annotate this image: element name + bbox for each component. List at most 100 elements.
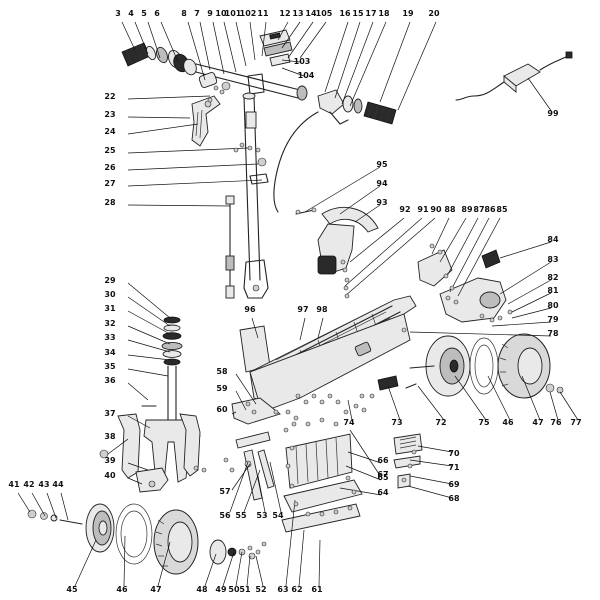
screw-icon	[207, 97, 213, 103]
part-number-63: 63	[277, 585, 288, 594]
leader-line	[127, 325, 171, 345]
part-number-29: 29	[104, 276, 116, 285]
leader-line	[235, 373, 257, 405]
screw-icon	[233, 147, 239, 153]
screw-icon	[239, 142, 245, 148]
leader-line	[123, 535, 126, 587]
leader-line	[379, 21, 411, 103]
part-number-43: 43	[38, 480, 49, 489]
leader-line	[127, 179, 263, 187]
screw-icon	[445, 295, 451, 301]
part-number-52: 52	[255, 585, 266, 594]
screw-icon	[289, 445, 295, 451]
part-number-46: 46	[502, 418, 514, 427]
leader-line	[431, 217, 450, 255]
leader-line	[511, 307, 552, 319]
part-number-32: 32	[104, 319, 115, 328]
part-number-64: 64	[377, 488, 389, 497]
leader-line	[417, 385, 445, 421]
part-number-80: 80	[547, 301, 559, 310]
part-number-105: 105	[316, 9, 333, 18]
part-number-95: 95	[376, 160, 388, 169]
part-number-87: 87	[473, 205, 484, 214]
leader-line	[251, 317, 259, 339]
screw-icon	[193, 465, 199, 471]
handlebar-assembly	[121, 29, 397, 213]
part-number-57: 57	[219, 487, 230, 496]
screw-icon	[497, 315, 503, 321]
part-number-26: 26	[104, 163, 116, 172]
leader-line	[445, 217, 479, 279]
leader-line	[46, 492, 57, 519]
part-number-70: 70	[448, 449, 460, 458]
part-number-34: 34	[104, 348, 116, 357]
part-number-45: 45	[66, 585, 78, 594]
leader-line	[349, 429, 382, 478]
part-number-10: 10	[215, 9, 227, 18]
part-number-30: 30	[104, 290, 116, 299]
part-number-18: 18	[378, 9, 390, 18]
screw-icon	[333, 421, 339, 427]
leader-line	[549, 391, 559, 421]
screw-icon	[333, 509, 339, 515]
leader-line	[454, 375, 487, 421]
screw-icon	[344, 277, 350, 283]
leader-lines	[17, 21, 579, 587]
leader-line	[347, 451, 382, 464]
part-number-66: 66	[377, 456, 389, 465]
leader-line	[160, 21, 179, 63]
leader-line	[511, 292, 552, 313]
part-number-103: 103	[294, 57, 311, 66]
part-number-85: 85	[496, 205, 508, 214]
screw-icon	[305, 421, 311, 427]
part-number-46: 46	[116, 585, 128, 594]
screw-icon	[359, 393, 365, 399]
leader-line	[187, 21, 206, 81]
leader-line	[31, 492, 46, 517]
part-number-15: 15	[352, 9, 364, 18]
leader-line	[127, 339, 171, 353]
leader-line	[527, 77, 553, 113]
part-number-59: 59	[216, 384, 228, 393]
part-number-88: 88	[444, 205, 456, 214]
leader-line	[349, 21, 387, 107]
part-number-20: 20	[428, 9, 440, 18]
leader-line	[457, 217, 501, 297]
screw-icon	[285, 463, 291, 469]
screw-icon	[342, 267, 348, 273]
part-number-23: 23	[104, 110, 115, 119]
leader-line	[107, 438, 129, 455]
screw-icon	[353, 403, 359, 409]
part-number-65: 65	[377, 473, 389, 482]
part-number-47: 47	[532, 418, 543, 427]
screw-icon	[343, 409, 349, 415]
leader-line	[349, 217, 405, 263]
part-number-94: 94	[376, 179, 388, 188]
part-number-41: 41	[8, 480, 20, 489]
leader-line	[347, 399, 353, 421]
screw-icon	[291, 421, 297, 427]
leader-line	[127, 477, 143, 485]
leader-line	[345, 465, 382, 481]
screw-icon	[283, 427, 289, 433]
part-number-31: 31	[104, 304, 116, 313]
front-wheel	[27, 503, 256, 575]
screw-icon	[437, 249, 443, 255]
part-number-74: 74	[343, 418, 355, 427]
screw-icon	[247, 145, 253, 151]
screw-icon	[311, 393, 317, 399]
leader-line	[339, 185, 381, 215]
screw-icon	[429, 243, 435, 249]
leader-line	[281, 21, 301, 49]
part-number-60: 60	[216, 405, 228, 414]
leader-line	[231, 463, 251, 491]
leader-line	[257, 475, 266, 513]
part-number-39: 39	[104, 456, 116, 465]
part-number-58: 58	[216, 367, 228, 376]
leader-line	[499, 241, 552, 259]
screw-icon	[344, 293, 350, 299]
leader-line	[269, 461, 282, 513]
part-number-82: 82	[547, 273, 558, 282]
screw-icon	[255, 549, 261, 555]
